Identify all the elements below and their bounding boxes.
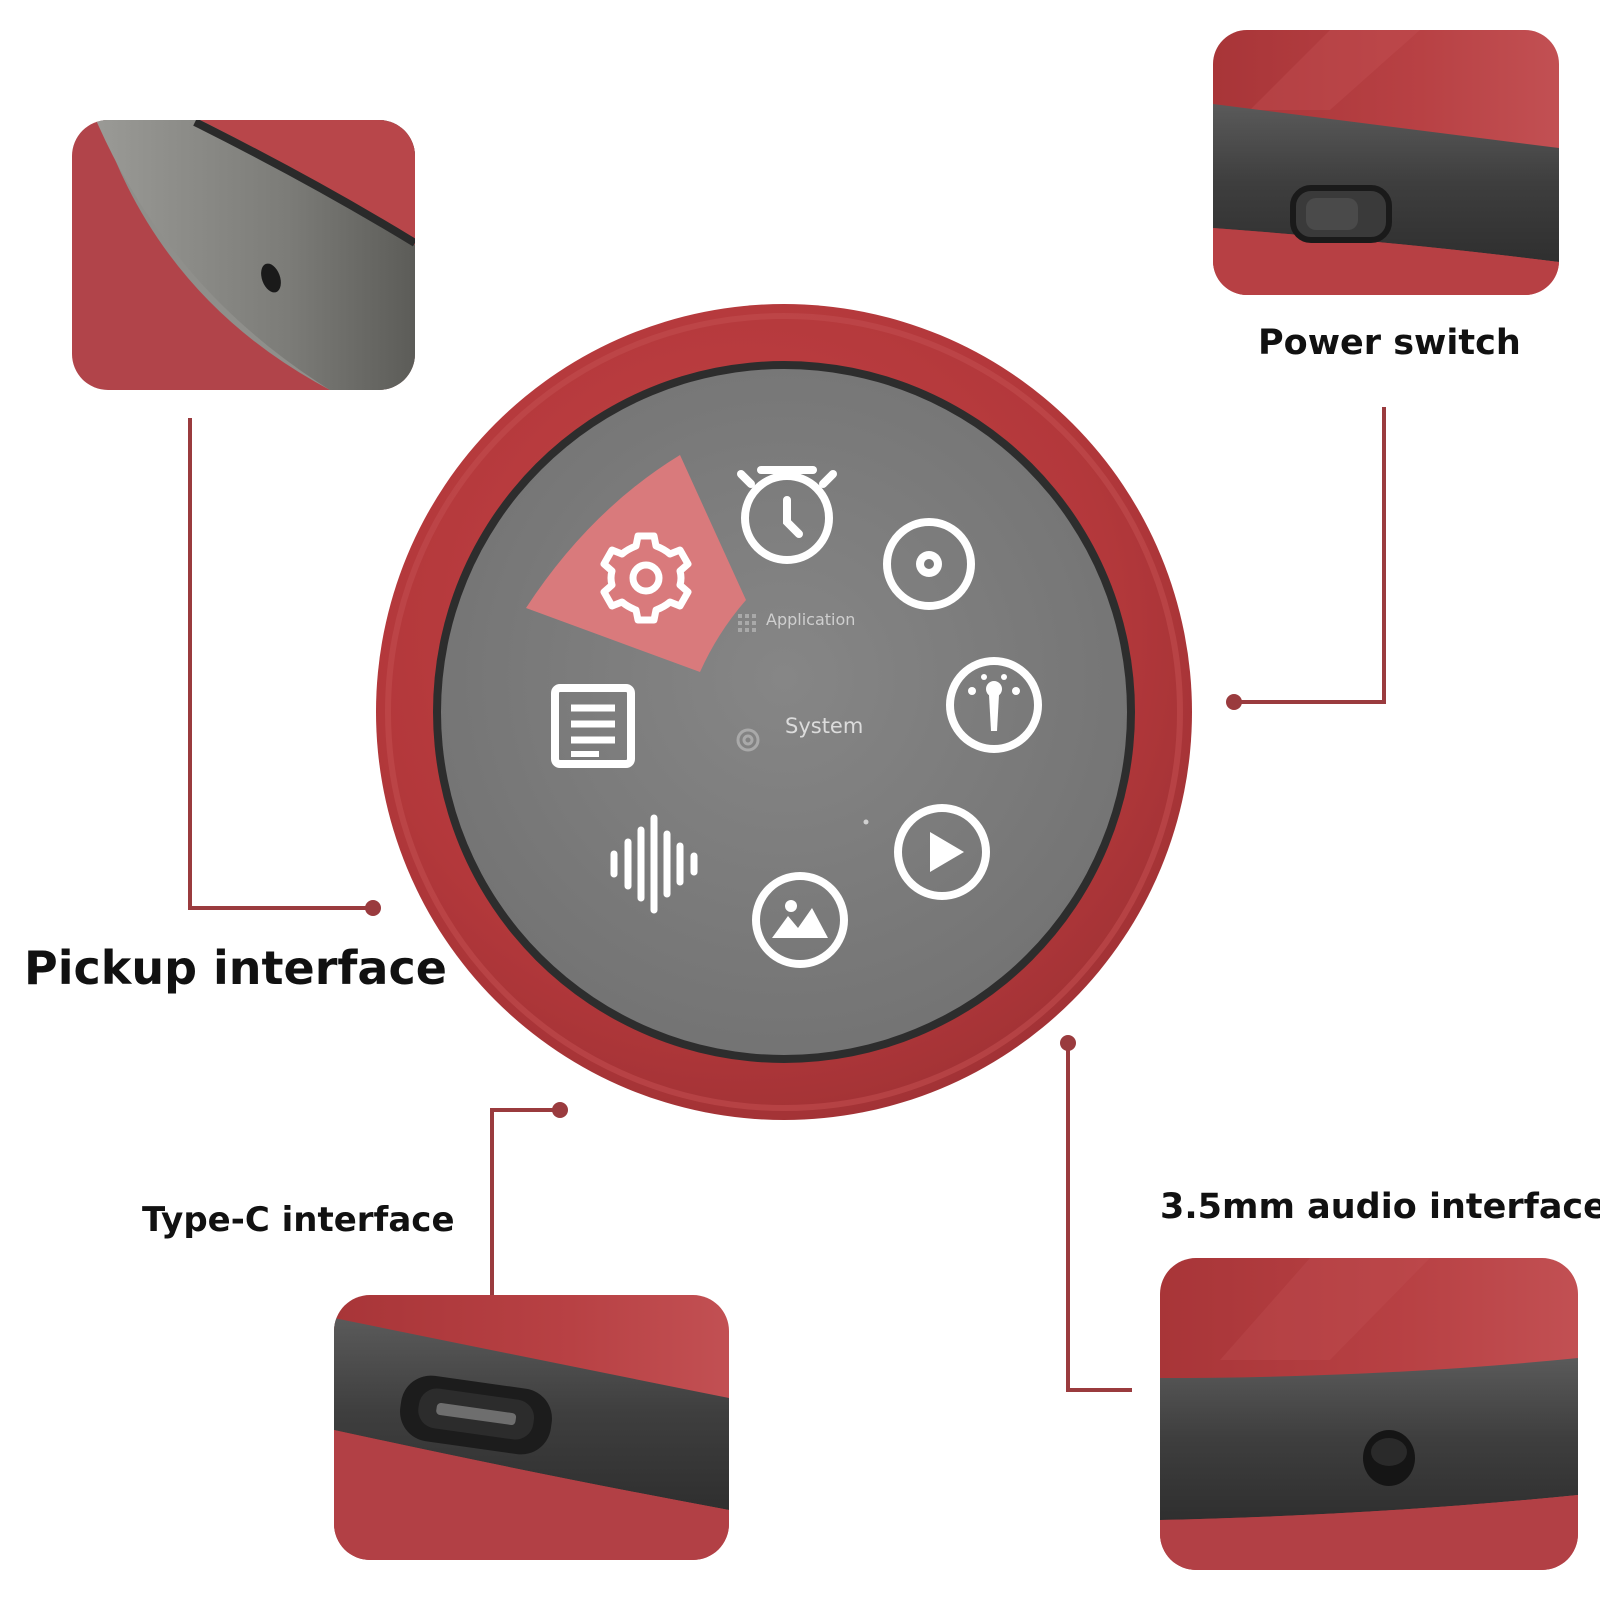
leader-line-pickup: [188, 418, 373, 910]
gauge-icon: [946, 657, 1042, 753]
leader-lines: [188, 407, 1386, 1392]
leader-dot-audio: [1060, 1035, 1076, 1051]
screen-application-label: Application: [766, 610, 856, 629]
waveform-icon: [610, 814, 698, 914]
leader-dots: [365, 694, 1242, 1118]
power-switch-photo: [1213, 30, 1559, 295]
pickup-interface-photo: [72, 120, 415, 390]
document-icon: [551, 684, 635, 768]
pickup-hole: [261, 263, 281, 293]
app-grid-icon: [738, 614, 756, 632]
system-gear-icon: [736, 728, 760, 752]
gear-icon: [600, 532, 692, 624]
leader-line-typec: [490, 1108, 560, 1296]
image-icon: [752, 872, 848, 968]
type-c-interface-label: Type-C interface: [142, 1200, 455, 1240]
highlight-sector: [526, 455, 746, 672]
disc-icon: [883, 518, 975, 610]
leader-line-audio: [1066, 1043, 1132, 1392]
screen-dot: [863, 819, 869, 825]
pickup-interface-label: Pickup interface: [24, 941, 447, 995]
play-icon: [894, 804, 990, 900]
stopwatch-icon: [737, 466, 837, 564]
leader-dot-power: [1226, 694, 1242, 710]
leader-line-power: [1234, 407, 1386, 704]
leader-dot-typec: [552, 1102, 568, 1118]
screen-system-label: System: [785, 714, 864, 738]
audio-jack-photo: [1160, 1258, 1578, 1570]
audio-interface-label: 3.5mm audio interface: [1160, 1187, 1600, 1227]
type-c-photo: [334, 1295, 729, 1560]
leader-dot-pickup: [365, 900, 381, 916]
device: [376, 304, 1192, 1120]
power-switch-label: Power switch: [1258, 323, 1521, 363]
